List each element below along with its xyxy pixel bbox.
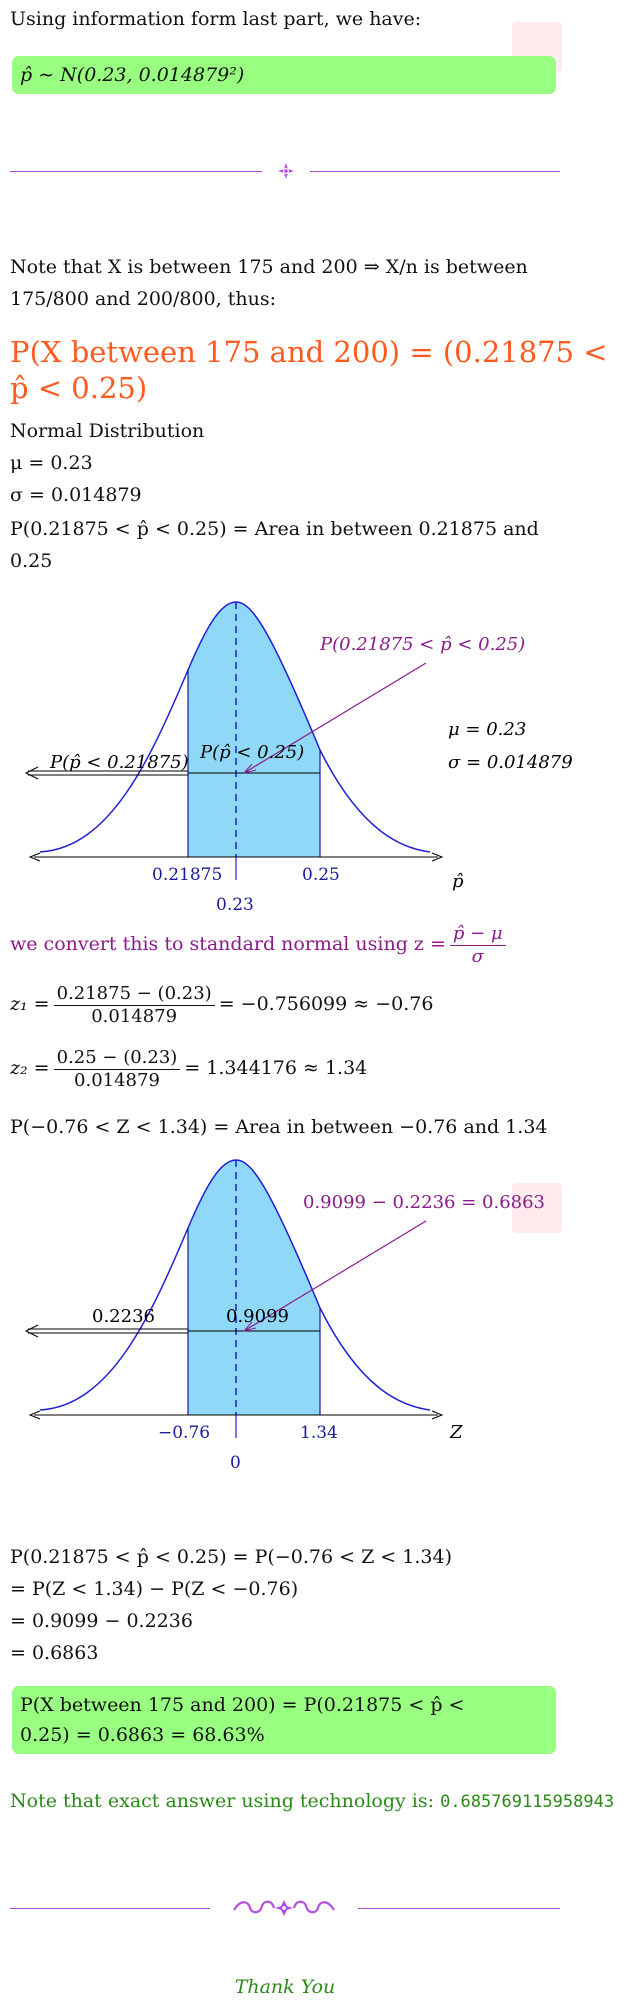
convert-text: we convert this to standard normal using… [10, 918, 510, 970]
chart2-axis-var: Z [449, 1422, 463, 1443]
z2-rhs: = 1.344176 ≈ 1.34 [184, 1057, 368, 1079]
headline-line-1: P(X between 175 and 200) = (0.21875 < [10, 335, 608, 369]
chart1-sigma-label: σ = 0.014879 [448, 752, 573, 773]
z1-lhs: z₁ = [10, 993, 50, 1015]
intro-text: Using information form last part, we hav… [10, 8, 422, 30]
chart2-left-label: 0.2236 [92, 1306, 155, 1327]
exact-answer-line: Note that exact answer using technology … [10, 1788, 614, 1815]
z1-rhs: = −0.756099 ≈ −0.76 [218, 993, 434, 1015]
calc-line-2: = P(Z < 1.34) − P(Z < −0.76) [10, 1578, 299, 1600]
chart1-tick-right: 0.25 [302, 865, 340, 885]
chart2-tick-center: 0 [230, 1453, 241, 1473]
chart1-mid-label: P(p̂ < 0.25) [199, 742, 304, 763]
area-line-1: P(0.21875 < p̂ < 0.25) = Area in between… [10, 518, 539, 540]
chart1-tick-left: 0.21875 [152, 865, 222, 885]
left-area-arrow-icon [24, 1324, 39, 1338]
answer-line-2: 0.25) = 0.6863 = 68.63% [20, 1724, 265, 1746]
chart1-top-label: P(0.21875 < p̂ < 0.25) [319, 634, 525, 655]
exact-answer-label: Note that exact answer using technology … [10, 1790, 435, 1812]
watermark-stamp [512, 1183, 562, 1233]
chart2-top-label: 0.9099 − 0.2236 = 0.6863 [303, 1192, 545, 1213]
sigma-value: σ = 0.014879 [10, 484, 142, 506]
mu-value: μ = 0.23 [10, 452, 93, 474]
calc-line-3: = 0.9099 − 0.2236 [10, 1610, 193, 1632]
distribution-box: p̂ ∼ N(0.23, 0.014879²) [12, 56, 556, 94]
z2-lhs: z₂ = [10, 1057, 50, 1079]
left-area-arrow-icon [24, 766, 39, 780]
shaded-area [188, 1160, 320, 1415]
arrow-right-icon [431, 1410, 444, 1420]
shaded-area [188, 602, 320, 857]
arrow-left-icon [28, 1410, 41, 1420]
final-answer-box: P(X between 175 and 200) = P(0.21875 < p… [12, 1686, 556, 1754]
pointer-line [243, 662, 427, 774]
calc-line-4: = 0.6863 [10, 1642, 99, 1664]
area-line-2: 0.25 [10, 550, 53, 572]
divider-line [10, 1908, 210, 1909]
chart1-axis-var: p̂ [452, 871, 464, 892]
normal-curve-diagram-1: P(0.21875 < p̂ < 0.25) P(p̂ < 0.21875) P… [24, 601, 573, 915]
z2-denominator: 0.014879 [74, 1069, 160, 1091]
calc-line-1: P(0.21875 < p̂ < 0.25) = P(−0.76 < Z < 1… [10, 1546, 452, 1568]
thank-you-text: Thank You [234, 1976, 336, 1998]
normal-dist-title: Normal Distribution [10, 420, 205, 442]
pointer-line [243, 1220, 427, 1332]
chart1-tick-center: 0.23 [216, 895, 254, 915]
note-line-1: Note that X is between 175 and 200 ⇒ X/n… [10, 256, 528, 278]
arrow-right-icon [431, 852, 444, 862]
normal-curve-diagram-2: 0.9099 − 0.2236 = 0.6863 0.2236 0.9099 −… [24, 1159, 545, 1473]
z1-equation: z₁ =0.21875 − (0.23)0.014879 = −0.756099 … [10, 978, 433, 1030]
area-z-line: P(−0.76 < Z < 1.34) = Area in between −0… [10, 1116, 548, 1138]
divider-line [10, 171, 262, 172]
exact-answer-value: 0.685769115958943 [440, 1792, 615, 1812]
note-line-2: 175/800 and 200/800, thus: [10, 288, 277, 310]
chart1-mu-label: μ = 0.23 [448, 719, 526, 740]
answer-line-1: P(X between 175 and 200) = P(0.21875 < p… [20, 1694, 465, 1716]
convert-denominator: σ [471, 945, 484, 967]
z1-denominator: 0.014879 [91, 1005, 178, 1027]
divider-line [358, 1908, 560, 1909]
chart2-tick-left: −0.76 [158, 1423, 210, 1443]
arrow-left-icon [28, 852, 41, 862]
flower-ornament-icon [276, 161, 296, 185]
divider-line [310, 171, 560, 172]
z2-numerator: 0.25 − (0.23) [53, 1047, 181, 1070]
flourish-ornament-icon [232, 1898, 336, 1922]
convert-label: we convert this to standard normal using… [10, 933, 446, 955]
convert-numerator: p̂ − μ [449, 923, 506, 946]
chart2-mid-label: 0.9099 [226, 1306, 289, 1327]
chart2-tick-right: 1.34 [300, 1423, 338, 1443]
z2-equation: z₂ =0.25 − (0.23)0.014879 = 1.344176 ≈ 1.… [10, 1042, 367, 1094]
z1-numerator: 0.21875 − (0.23) [53, 983, 215, 1006]
chart1-left-label: P(p̂ < 0.21875) [49, 752, 189, 773]
headline-line-2: p̂ < 0.25) [10, 371, 148, 405]
